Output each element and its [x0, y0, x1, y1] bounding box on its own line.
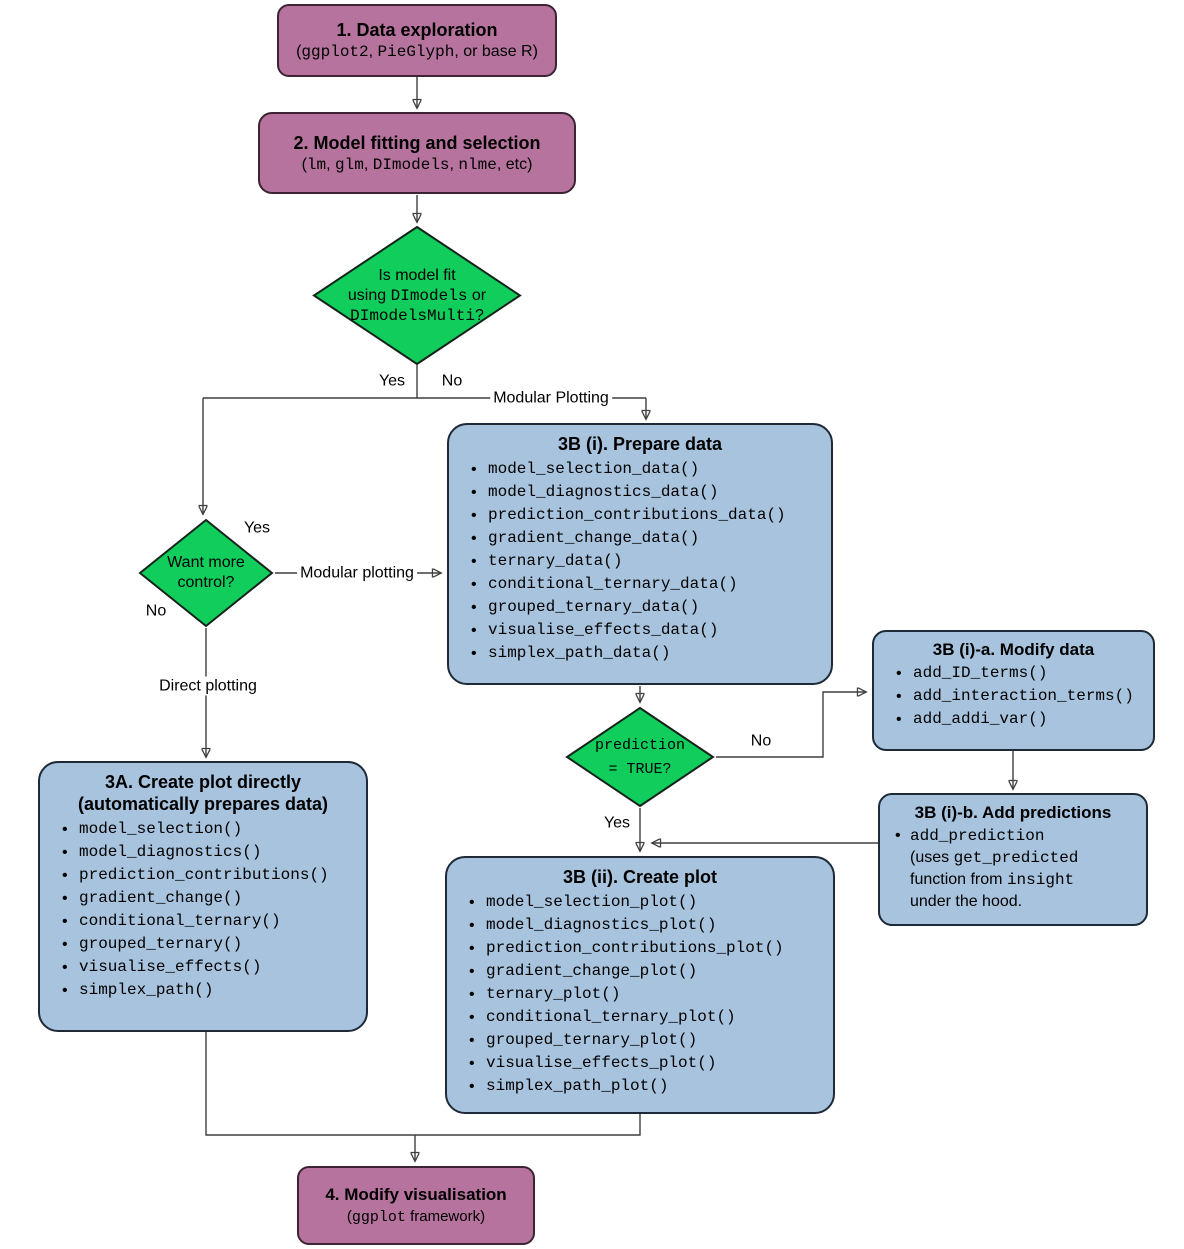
- text-line: control?: [177, 574, 235, 591]
- node-subtitle: (ggplot framework): [347, 1208, 485, 1227]
- connector-3bii-merge: [415, 1114, 641, 1136]
- list-item: ternary_data(): [471, 550, 823, 573]
- node-subtitle: (ggplot2, PieGlyph, or base R): [296, 43, 538, 61]
- node-modify-visualisation: 4. Modify visualisation (ggplot framewor…: [297, 1166, 535, 1245]
- list-item: add_interaction_terms(): [896, 685, 1145, 708]
- node-subtitle: (lm, glm, DImodels, nlme, etc): [302, 156, 533, 174]
- text-line: = TRUE?: [608, 761, 672, 778]
- list-item: model_diagnostics_plot(): [469, 914, 825, 937]
- text-line: (ggplot framework): [346, 1207, 486, 1226]
- text-line: (ggplot2, PieGlyph, or base R): [296, 43, 538, 61]
- node-data-exploration: 1. Data exploration (ggplot2, PieGlyph, …: [277, 4, 557, 77]
- list-item: model_selection(): [62, 818, 358, 841]
- node-modify-data: 3B (i)-a. Modify data add_ID_terms()add_…: [872, 630, 1155, 751]
- text-line: under the hood.: [910, 893, 1023, 910]
- list-item: conditional_ternary(): [62, 910, 358, 933]
- list-item: model_diagnostics_data(): [471, 481, 823, 504]
- node-content: add_prediction (uses get_predictedfunctio…: [888, 825, 1138, 913]
- list-item: grouped_ternary_plot(): [469, 1029, 825, 1052]
- node-create-plot-directly: 3A. Create plot directly (automatically …: [38, 761, 368, 1032]
- node-create-plot-modular: 3B (ii). Create plot model_selection_plo…: [445, 856, 835, 1114]
- text-line: add_prediction: [910, 827, 1045, 845]
- text-line: DImodelsMulti?: [350, 306, 484, 325]
- list-item: add_ID_terms(): [896, 662, 1145, 685]
- list-item: conditional_ternary_plot(): [469, 1006, 825, 1029]
- connector-3a-merge: [205, 1032, 415, 1136]
- edge-label-modular-plotting-top: Modular Plotting: [490, 388, 612, 408]
- node-title: 4. Modify visualisation: [325, 1184, 507, 1204]
- list-item: prediction_contributions_data(): [471, 504, 823, 527]
- edge-label-no-mid: No: [142, 601, 170, 621]
- text-line: (uses get_predicted: [910, 849, 1079, 867]
- node-title: 1. Data exploration: [336, 20, 498, 40]
- list-item: model_diagnostics(): [62, 841, 358, 864]
- connector-decision3-modifydata: [716, 692, 866, 758]
- list-item: gradient_change_plot(): [469, 960, 825, 983]
- list-item: add_addi_var(): [896, 708, 1145, 731]
- edge-label-yes-prediction: Yes: [600, 813, 634, 833]
- diamond-shape: [312, 225, 522, 366]
- function-list: model_selection()model_diagnostics()pred…: [48, 818, 358, 1002]
- list-item: conditional_ternary_data(): [471, 573, 823, 596]
- node-add-predictions: 3B (i)-b. Add predictions add_prediction…: [878, 793, 1148, 926]
- list-item: visualise_effects_plot(): [469, 1052, 825, 1075]
- node-prepare-data: 3B (i). Prepare data model_selection_dat…: [447, 423, 833, 685]
- list-item: ternary_plot(): [469, 983, 825, 1006]
- list-item: gradient_change_data(): [471, 527, 823, 550]
- decision-text: Want more control?: [137, 518, 275, 628]
- edge-label-yes-top: Yes: [375, 371, 409, 391]
- list-item: model_selection_data(): [471, 458, 823, 481]
- node-title: 2. Model fitting and selection: [293, 132, 541, 153]
- diamond-shape: [138, 518, 274, 628]
- text-line: prediction: [594, 737, 685, 754]
- list-item: simplex_path(): [62, 979, 358, 1002]
- node-title-line1: 3A. Create plot directly: [104, 772, 302, 792]
- list-item: visualise_effects_data(): [471, 619, 823, 642]
- text-line: Is model fit: [378, 266, 456, 284]
- text-line: using DImodels or: [347, 286, 487, 305]
- node-title: 3B (i). Prepare data: [557, 434, 723, 454]
- list-item: simplex_path_plot(): [469, 1075, 825, 1098]
- list-item: grouped_ternary_data(): [471, 596, 823, 619]
- list-item: visualise_effects(): [62, 956, 358, 979]
- node-title: 3B (i)-b. Add predictions: [914, 803, 1112, 822]
- list-item: grouped_ternary(): [62, 933, 358, 956]
- list-item: prediction_contributions_plot(): [469, 937, 825, 960]
- text-line: (lm, glm, DImodels, nlme, etc): [301, 155, 533, 174]
- node-title: 3B (ii). Create plot: [562, 867, 718, 887]
- text-line: Want more: [167, 554, 245, 571]
- diamond-shape: [565, 706, 715, 808]
- edge-label-no-prediction: No: [747, 731, 775, 751]
- decision-prediction-true: prediction = TRUE?: [564, 706, 716, 808]
- edge-label-direct-plotting: Direct plotting: [156, 676, 260, 696]
- node-model-fitting: 2. Model fitting and selection (lm, glm,…: [258, 112, 576, 194]
- decision-text: prediction = TRUE?: [564, 706, 716, 808]
- text-line: function from insight: [910, 871, 1075, 889]
- function-list: model_selection_data()model_diagnostics_…: [457, 458, 823, 665]
- edge-label-modular-plotting-mid: Modular plotting: [297, 563, 417, 583]
- node-title: 3B (i)-a. Modify data: [932, 640, 1095, 659]
- list-item: prediction_contributions(): [62, 864, 358, 887]
- list-item: simplex_path_data(): [471, 642, 823, 665]
- edge-label-yes-mid: Yes: [240, 518, 274, 538]
- list-item: gradient_change(): [62, 887, 358, 910]
- decision-want-more-control: Want more control?: [137, 518, 275, 628]
- node-title-line2: (automatically prepares data): [77, 794, 329, 814]
- function-list: model_selection_plot()model_diagnostics_…: [455, 891, 825, 1098]
- list-item: model_selection_plot(): [469, 891, 825, 914]
- function-list: add_ID_terms()add_interaction_terms()add…: [882, 662, 1145, 731]
- edge-label-no-top: No: [438, 371, 466, 391]
